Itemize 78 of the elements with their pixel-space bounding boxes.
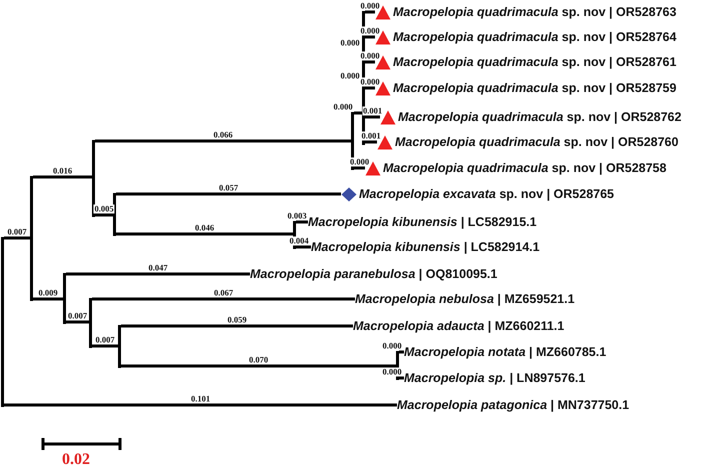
taxon-label: Macropelopia patagonica | MN737750.1 [397, 398, 630, 412]
taxon-label: Macropelopia notata | MZ660785.1 [404, 345, 606, 359]
tree-branch [365, 116, 380, 118]
taxon-label: Macropelopia kibunensis | LC582914.1 [311, 240, 540, 254]
tree-branch [296, 246, 311, 248]
branch-length: 0.001 [360, 132, 382, 140]
tree-branch [92, 344, 118, 348]
branch-length: 0.059 [226, 316, 248, 324]
branch-length: 0.047 [147, 264, 169, 272]
tree-branch [66, 320, 89, 324]
branch-junction [30, 176, 33, 300]
tree-branch [4, 236, 30, 240]
branch-length: 0.000 [359, 26, 381, 35]
branch-length: 0.000 [348, 158, 370, 166]
taxon-label: Macropelopia quadrimacula sp. nov | OR528761 [393, 55, 676, 69]
tree-branch [116, 232, 293, 236]
branch-length: 0.070 [248, 356, 270, 364]
tree-branch [354, 112, 362, 114]
tree-branch [121, 324, 353, 328]
branch-length: 0.000 [359, 78, 381, 86]
branch-junction [63, 272, 66, 324]
tree-branch [66, 272, 250, 276]
taxon-label: Macropelopia quadrimacula sp. nov | OR528764 [393, 30, 676, 44]
branch-length: 0.009 [37, 288, 59, 297]
branch-length: 0.000 [381, 342, 403, 350]
branch-length: 0.000 [359, 52, 381, 60]
tree-branch [296, 220, 308, 224]
branch-junction [1, 236, 4, 406]
branch-length: 0.007 [6, 228, 28, 236]
tree-branch [92, 298, 355, 300]
taxon-label: Macropelopia quadrimacula sp. nov | OR528758 [383, 161, 666, 175]
tree-branch [95, 214, 113, 216]
tree-branch [33, 176, 92, 178]
taxon-label: Macropelopia adaucta | MZ660211.1 [353, 319, 564, 333]
tree-branch [121, 364, 396, 368]
taxon-label: Macropelopia sp. | LN897576.1 [404, 371, 586, 385]
branch-length: 0.000 [359, 2, 381, 10]
branch-length: 0.000 [339, 38, 361, 47]
taxon-label: Macropelopia quadrimacula sp. nov | OR528762 [398, 110, 682, 124]
branch-junction [113, 192, 116, 236]
taxon-label: Macropelopia paranebulosa | OQ810095.1 [250, 267, 498, 281]
tree-branch [354, 166, 365, 170]
taxon-label: Macropelopia quadrimacula sp. nov | OR528759 [393, 81, 676, 95]
branch-junction [92, 140, 95, 216]
branch-length: 0.000 [339, 72, 361, 80]
branch-junction [89, 298, 92, 348]
branch-length: 0.057 [218, 184, 240, 192]
branch-length: 0.000 [332, 102, 354, 111]
branch-length: 0.000 [381, 368, 403, 376]
branch-length: 0.001 [362, 106, 384, 115]
branch-length: 0.101 [190, 394, 212, 403]
branch-length: 0.003 [286, 212, 308, 220]
tree-branch [33, 298, 63, 300]
taxon-label: Macropelopia kibunensis | LC582915.1 [308, 215, 537, 229]
tree-branch [365, 86, 375, 90]
tree-branch [365, 36, 375, 38]
tree-branch [365, 60, 375, 64]
taxon-label: Macropelopia quadrimacula sp. nov | OR528760 [395, 135, 678, 149]
taxon-label: Macropelopia excavata sp. nov | OR528765 [359, 187, 614, 201]
tree-branch [365, 10, 375, 14]
branch-length: 0.067 [212, 288, 234, 297]
tree-branch [116, 192, 341, 196]
tree-branch [4, 404, 397, 406]
tree-branch [399, 376, 404, 380]
taxon-label: Macropelopia quadrimacula sp. nov | OR528763 [393, 5, 676, 19]
taxon-label: Macropelopia nebulosa | MZ659521.1 [355, 292, 575, 306]
tree-branch [365, 140, 377, 144]
branch-length: 0.005 [93, 204, 115, 213]
branch-junction [118, 324, 121, 368]
branch-length: 0.007 [94, 336, 116, 344]
branch-length: 0.016 [52, 166, 74, 175]
branch-length: 0.046 [194, 224, 216, 232]
tree-branch [399, 350, 404, 354]
scale-value: 0.02 [62, 452, 90, 468]
branch-length: 0.066 [212, 130, 234, 139]
tree-branch [95, 140, 351, 142]
branch-length: 0.007 [66, 312, 88, 320]
branch-length: 0.004 [288, 236, 310, 245]
